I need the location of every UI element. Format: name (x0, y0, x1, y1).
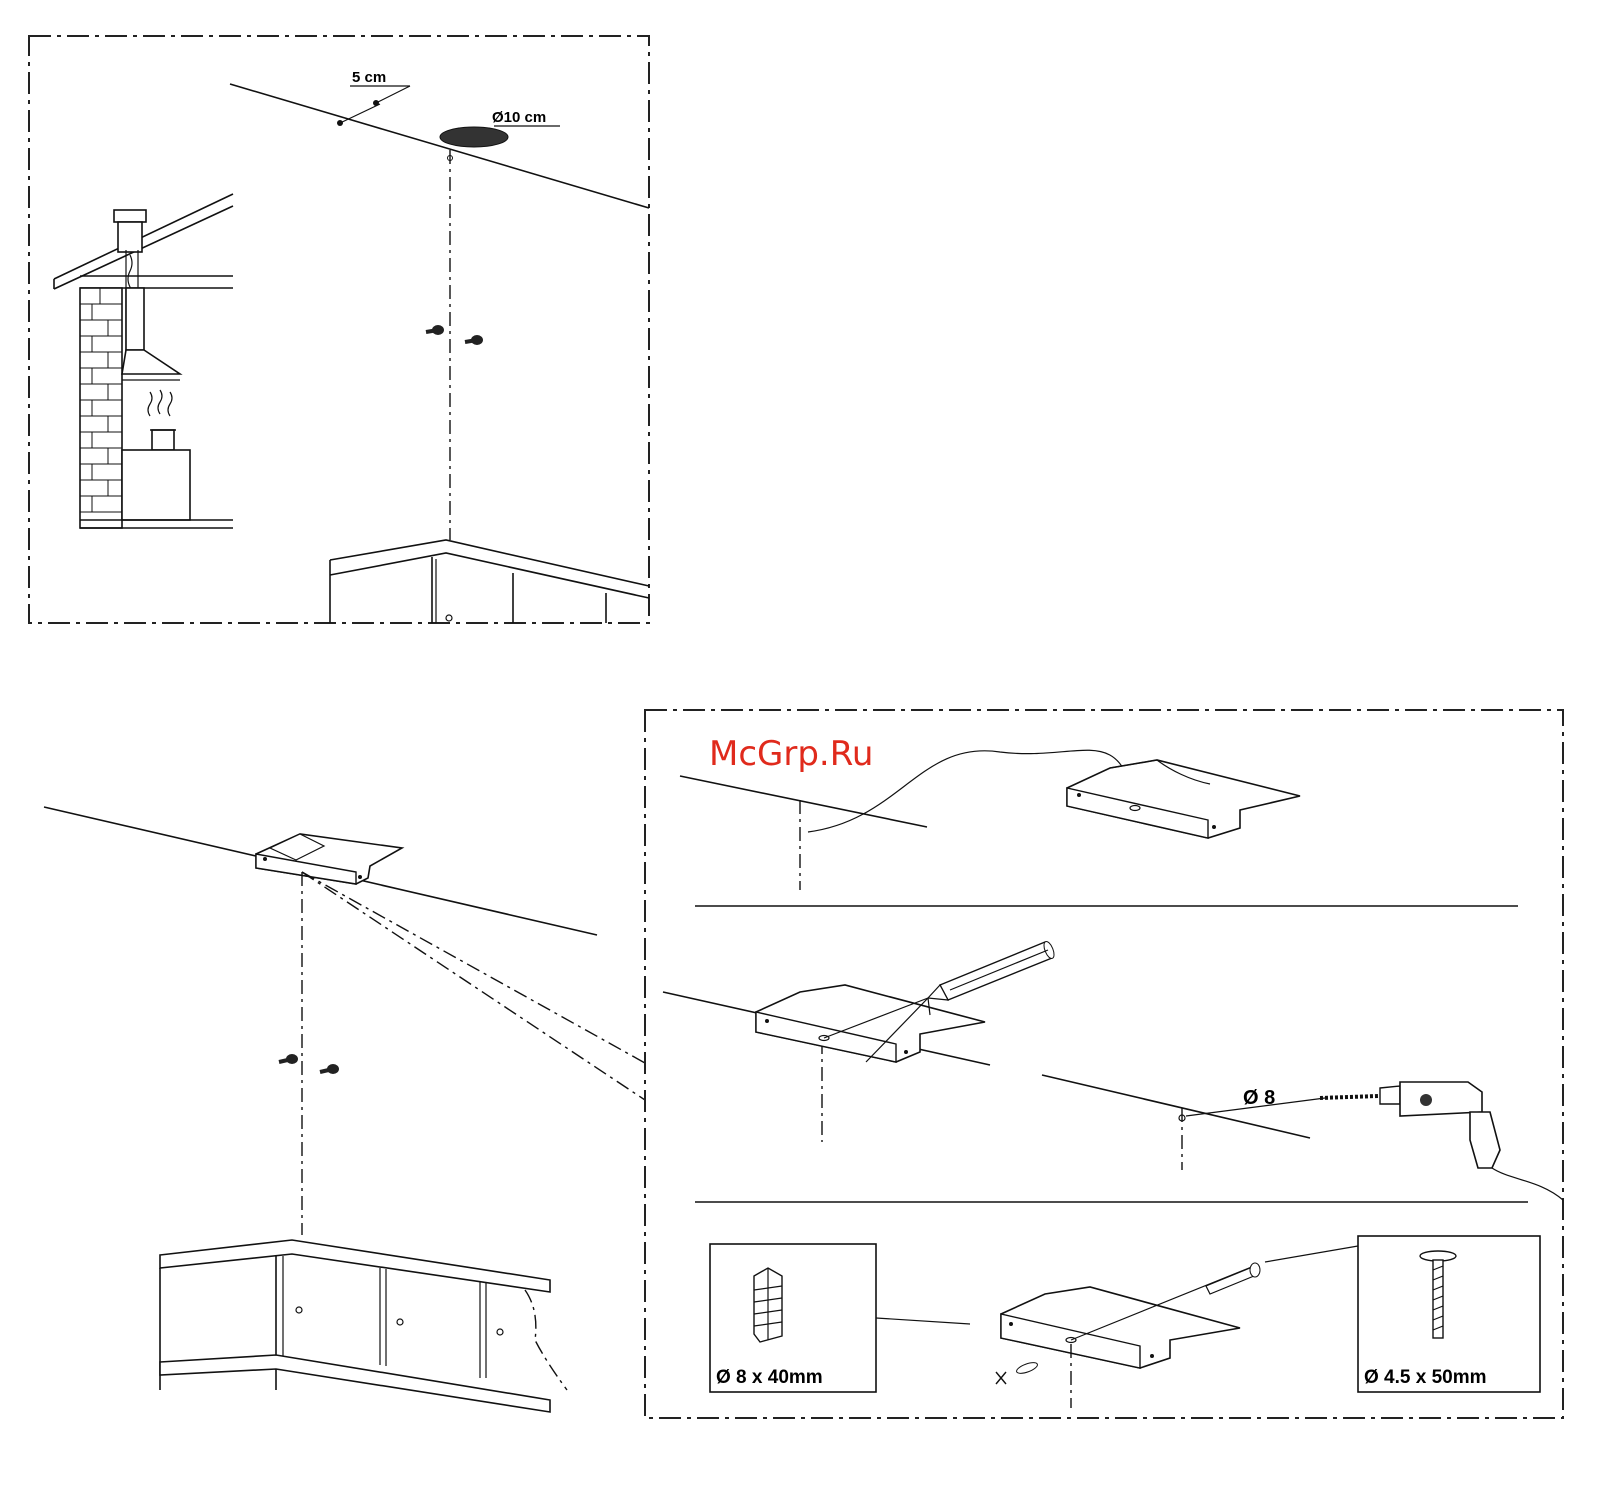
drill-icon (1320, 1082, 1563, 1200)
step-drill-holes: Ø 8 (1042, 1075, 1563, 1200)
ceiling-line (230, 84, 649, 208)
dimension-line (338, 104, 380, 124)
duct-hole (440, 127, 508, 147)
drill-bit-label: Ø 8 (1243, 1087, 1275, 1109)
duct-diameter-label: Ø10 cm (492, 109, 546, 126)
cabinet (330, 540, 649, 623)
screw-icon (426, 325, 483, 345)
bracket-mounting-overview (44, 807, 645, 1412)
wall-plug-label: Ø 8 x 40mm (716, 1367, 823, 1388)
cabinet (160, 1240, 567, 1412)
panel-ceiling-marking: 5 cm Ø10 cm (29, 36, 649, 623)
bracket-icon (256, 834, 402, 884)
offset-label: 5 cm (352, 69, 386, 86)
screw-icon (279, 1054, 339, 1074)
bracket-icon (1001, 1287, 1240, 1368)
watermark: McGrp.Ru (709, 734, 873, 774)
screw-label: Ø 4.5 x 50mm (1364, 1367, 1487, 1388)
step-mark-holes (663, 940, 1056, 1142)
panel-bracket-detail: McGrp.Ru (645, 710, 1563, 1418)
wall-plug-icon (754, 1268, 782, 1342)
cooker-hood-icon (122, 288, 180, 380)
step-fix-bracket: Ø 8 x 40mm (710, 1236, 1540, 1408)
bracket-icon (1067, 760, 1300, 838)
